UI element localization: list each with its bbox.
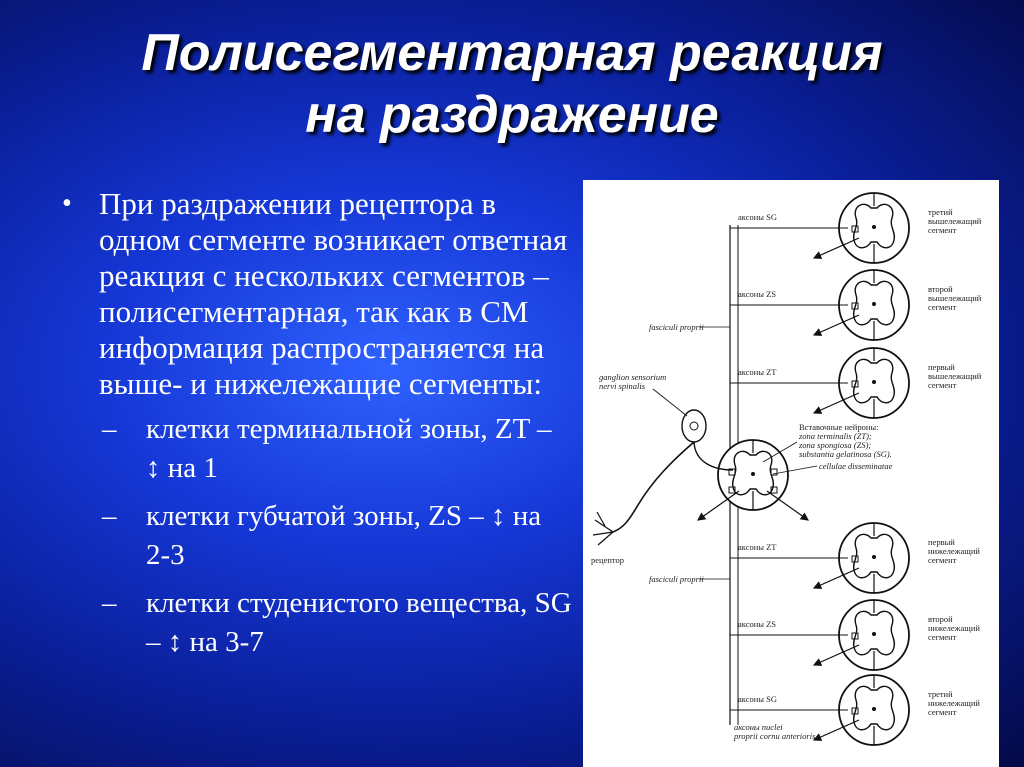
svg-text:аксоны ZS: аксоны ZS	[738, 619, 776, 629]
receptor-icon	[592, 511, 614, 546]
sub-bullet-text: клетки студенистого вещества, SG – ↕ на …	[146, 587, 572, 658]
svg-text:первый: первый	[928, 362, 955, 372]
segment-upper-3	[812, 192, 910, 264]
segment-upper-1	[812, 347, 910, 419]
title-line-2: на раздражение	[305, 86, 719, 144]
main-bullet: • При раздражении рецептора в одном сегм…	[62, 186, 572, 402]
svg-text:substantia gelatinosa (SG).: substantia gelatinosa (SG).	[799, 449, 892, 459]
dash-icon: –	[102, 500, 117, 532]
segment-upper-2	[812, 269, 910, 341]
svg-text:zona spongiosa (ZS);: zona spongiosa (ZS);	[798, 440, 871, 450]
sub-bullet-text: клетки губчатой зоны, ZS – ↕ на 2-3	[146, 500, 542, 571]
segment-lower-2	[812, 599, 910, 671]
svg-text:сегмент: сегмент	[928, 555, 957, 565]
svg-text:ganglion sensorium: ganglion sensorium	[599, 372, 666, 382]
bullet-list: • При раздражении рецептора в одном сегм…	[62, 186, 572, 671]
svg-text:аксоны SG: аксоны SG	[738, 694, 777, 704]
title-line-1: Полисегментарная реакция	[141, 24, 883, 82]
segment-lower-3	[812, 674, 910, 746]
sub-bullet-list: – клетки терминальной зоны, ZT – ↕ на 1 …	[62, 410, 572, 662]
bullet-dot-icon: •	[62, 188, 72, 219]
svg-text:nervi spinalis: nervi spinalis	[599, 381, 646, 391]
svg-text:второй: второй	[928, 284, 953, 294]
svg-text:нижележащий: нижележащий	[928, 698, 980, 708]
svg-text:аксоны ZT: аксоны ZT	[738, 367, 777, 377]
svg-text:вышележащий: вышележащий	[928, 371, 982, 381]
sub-bullet-text: клетки терминальной зоны, ZT – ↕ на 1	[146, 413, 552, 484]
svg-text:proprii cornu anterioris: proprii cornu anterioris	[733, 731, 816, 741]
svg-text:сегмент: сегмент	[928, 302, 957, 312]
svg-text:сегмент: сегмент	[928, 225, 957, 235]
svg-text:сегмент: сегмент	[928, 707, 957, 717]
svg-text:второй: второй	[928, 614, 953, 624]
svg-text:аксоны nuclei: аксоны nuclei	[734, 722, 783, 732]
svg-text:аксоны ZT: аксоны ZT	[738, 542, 777, 552]
svg-text:нижележащий: нижележащий	[928, 546, 980, 556]
dash-icon: –	[102, 587, 117, 619]
svg-text:сегмент: сегмент	[928, 380, 957, 390]
segment-central	[697, 439, 809, 521]
sub-bullet-sg: – клетки студенистого вещества, SG – ↕ н…	[62, 584, 572, 662]
svg-text:Вставочные нейроны:: Вставочные нейроны:	[799, 422, 878, 432]
svg-text:первый: первый	[928, 537, 955, 547]
svg-text:рецептор: рецептор	[591, 555, 624, 565]
sub-bullet-zt: – клетки терминальной зоны, ZT – ↕ на 1	[62, 410, 572, 488]
sub-bullet-zs: – клетки губчатой зоны, ZS – ↕ на 2-3	[62, 497, 572, 575]
svg-text:cellulae disseminatae: cellulae disseminatae	[819, 461, 893, 471]
svg-text:сегмент: сегмент	[928, 632, 957, 642]
svg-text:аксоны SG: аксоны SG	[738, 212, 777, 222]
svg-text:fasciculi proprii: fasciculi proprii	[649, 322, 704, 332]
svg-text:вышележащий: вышележащий	[928, 216, 982, 226]
svg-text:нижележащий: нижележащий	[928, 623, 980, 633]
dash-icon: –	[102, 413, 117, 445]
svg-text:zona terminalis (ZT);: zona terminalis (ZT);	[798, 431, 872, 441]
svg-text:третий: третий	[928, 689, 953, 699]
main-bullet-text: При раздражении рецептора в одном сегмен…	[99, 186, 568, 401]
svg-text:fasciculi proprii: fasciculi proprii	[649, 574, 704, 584]
slide-title: Полисегментарная реакция на раздражение	[0, 22, 1024, 146]
segment-lower-1	[812, 522, 910, 594]
svg-text:вышележащий: вышележащий	[928, 293, 982, 303]
svg-text:третий: третий	[928, 207, 953, 217]
diagram-svg: аксоны SG аксоны ZS аксоны ZT аксоны ZT …	[591, 192, 982, 746]
spinal-cord-diagram: аксоны SG аксоны ZS аксоны ZT аксоны ZT …	[583, 180, 999, 767]
svg-text:аксоны ZS: аксоны ZS	[738, 289, 776, 299]
